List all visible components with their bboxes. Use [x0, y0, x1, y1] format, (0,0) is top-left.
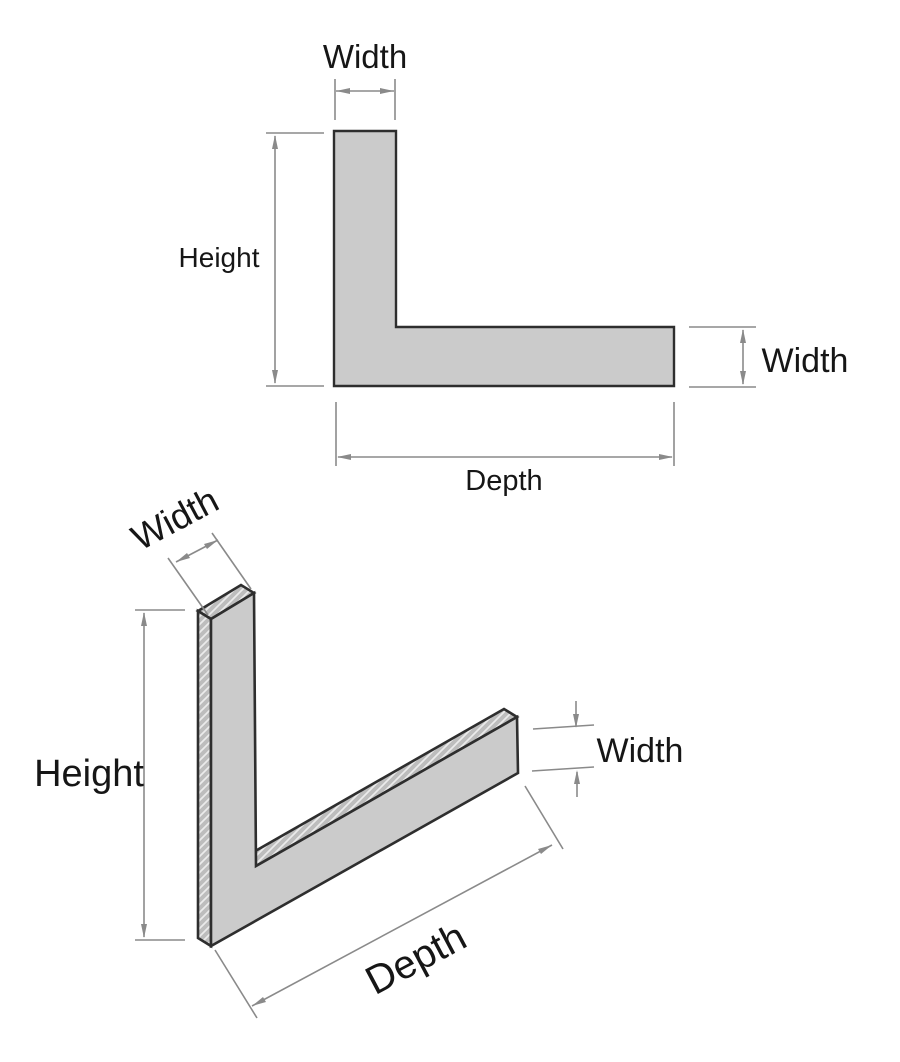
isometric-view: Width Height Width Dep	[34, 479, 684, 1019]
iso-leg-side-face	[196, 608, 213, 949]
iso-depth-label: Depth	[359, 915, 474, 1004]
arrowhead-left	[337, 454, 351, 460]
arrowhead-right	[538, 845, 552, 854]
iso-height-dimension: Height	[34, 609, 185, 941]
extension-line	[531, 766, 595, 772]
arrowhead-right	[380, 88, 394, 94]
iso-height-label: Height	[34, 753, 144, 795]
extension-line	[167, 557, 209, 616]
iso-front-face	[209, 590, 520, 949]
cs-height-label: Height	[179, 242, 260, 273]
arrowhead-up	[574, 770, 580, 784]
arrowhead-left	[176, 553, 190, 562]
cs-width-right-label: Width	[762, 342, 849, 380]
arrowhead-right	[659, 454, 673, 460]
extension-line	[524, 785, 564, 850]
iso-width-right-label: Width	[597, 732, 684, 770]
cs-width-top-label: Width	[323, 38, 407, 75]
extension-line	[532, 724, 595, 730]
arrowhead-right	[204, 540, 218, 549]
arrowhead-down	[573, 714, 579, 728]
arrowhead-up	[272, 135, 278, 149]
cs-depth-label: Depth	[465, 465, 542, 497]
arrowhead-left	[336, 88, 350, 94]
cs-height-dimension: Height	[179, 132, 324, 387]
cs-width-right-dimension: Width	[689, 326, 849, 388]
arrowhead-up	[141, 612, 147, 626]
angle-cross-section-shape	[332, 129, 676, 388]
cs-depth-dimension: Depth	[335, 402, 675, 497]
arrowhead-down	[141, 924, 147, 938]
arrowhead-down	[272, 370, 278, 384]
arrowhead-down	[740, 371, 746, 385]
arrowhead-up	[740, 329, 746, 343]
cross-section-view: Width Height Width Depth	[179, 38, 849, 497]
arrowhead-left	[252, 997, 266, 1006]
cs-width-top-dimension: Width	[323, 38, 407, 120]
iso-width-right-dimension: Width	[531, 701, 684, 797]
dimension-line	[251, 844, 553, 1007]
extension-line	[211, 532, 252, 590]
extension-line	[214, 949, 258, 1019]
